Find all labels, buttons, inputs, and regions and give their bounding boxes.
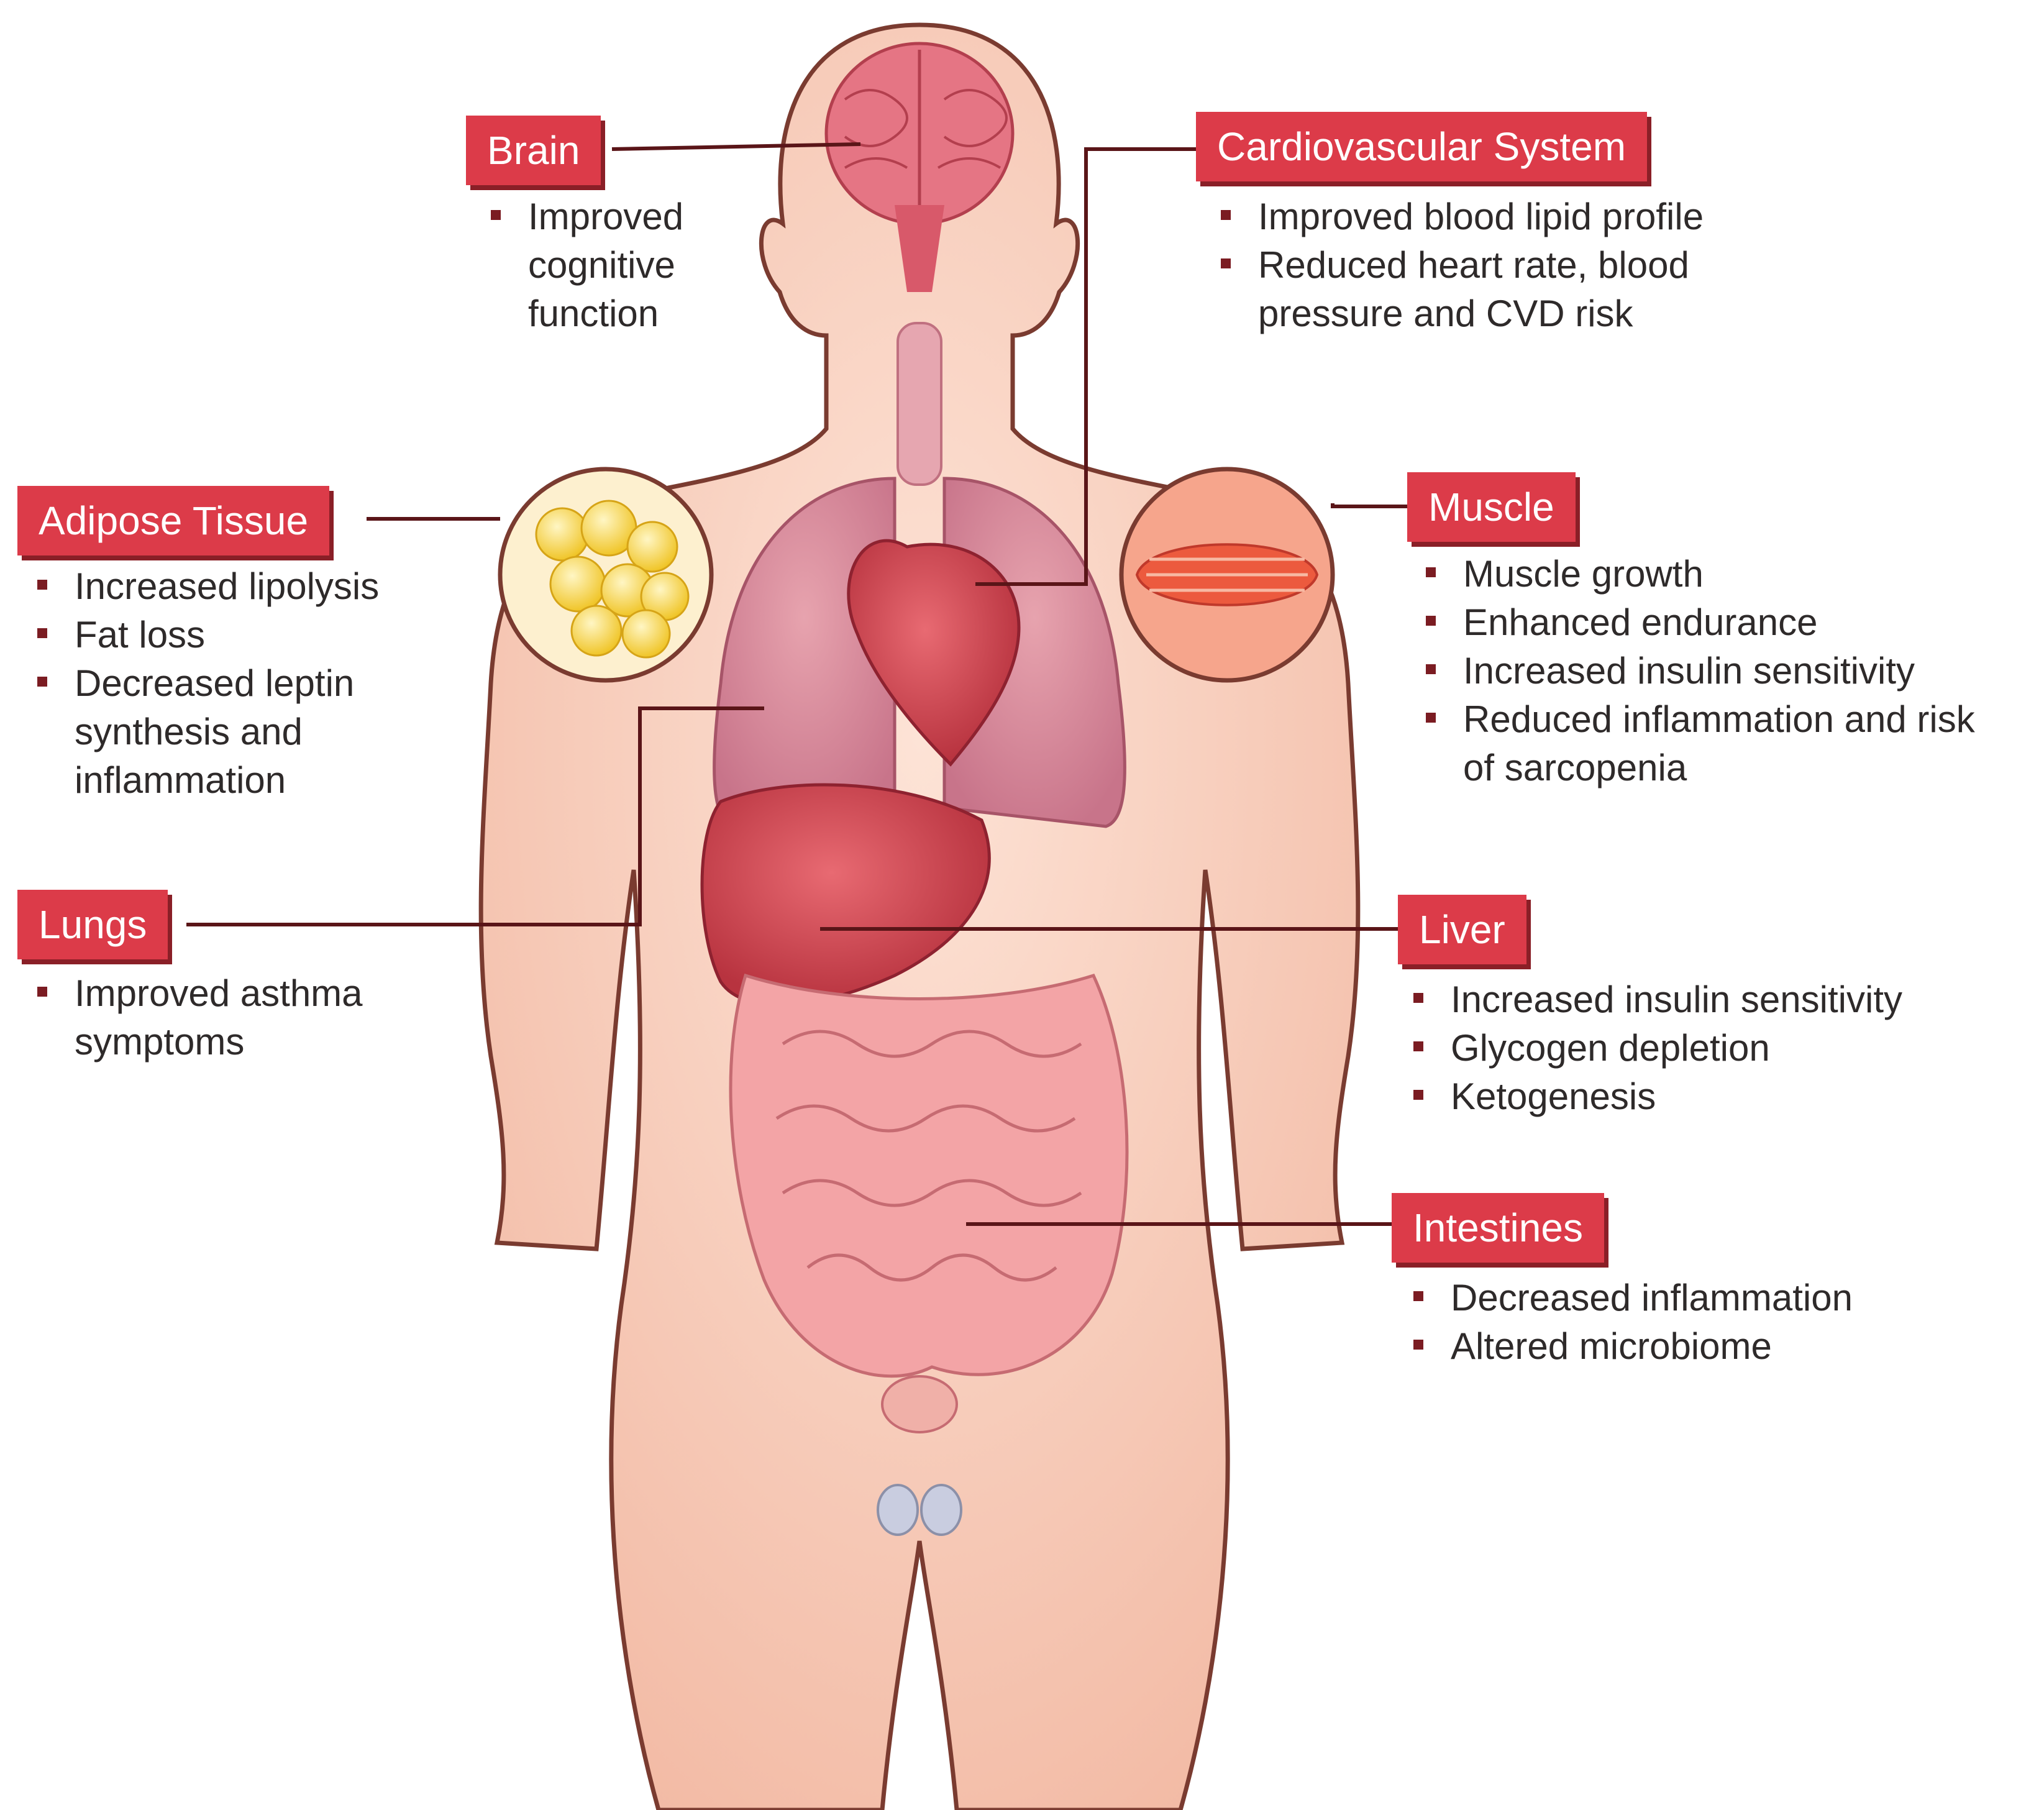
lungs-label: Lungs xyxy=(17,890,168,959)
brain-organ xyxy=(824,42,1015,292)
intestines-benefit-item: Altered microbiome xyxy=(1413,1322,1853,1371)
adipose-tissue-closeup xyxy=(498,467,714,683)
cardiovascular-benefit-item: Improved blood lipid profile xyxy=(1221,193,1704,241)
muscle-benefit-item: Enhanced endurance xyxy=(1426,598,1975,647)
liver-benefit-item: Ketogenesis xyxy=(1413,1072,1902,1121)
heart-organ xyxy=(847,539,1021,767)
liver-benefits: Increased insulin sensitivity Glycogen d… xyxy=(1413,976,1902,1121)
liver-benefit-item: Increased insulin sensitivity xyxy=(1413,976,1902,1024)
intestines-benefit-item: Decreased inflammation xyxy=(1413,1274,1853,1322)
pelvic-organs xyxy=(877,1375,962,1536)
liver-benefit-item: Glycogen depletion xyxy=(1413,1024,1902,1072)
adipose-benefit-item: Increased lipolysis xyxy=(37,562,379,611)
intestines-label: Intestines xyxy=(1392,1193,1604,1263)
muscle-benefit-item: Increased insulin sensitivity xyxy=(1426,647,1975,695)
intestines-organ xyxy=(729,973,1129,1378)
liver-organ xyxy=(700,783,991,1007)
adipose-tissue-benefits: Increased lipolysis Fat loss Decreased l… xyxy=(37,562,379,805)
cardiovascular-benefits: Improved blood lipid profile Reduced hea… xyxy=(1221,193,1704,338)
trachea xyxy=(897,322,942,486)
muscle-label: Muscle xyxy=(1407,472,1576,542)
muscle-tissue-closeup xyxy=(1119,467,1335,683)
adipose-benefit-item: Fat loss xyxy=(37,611,379,659)
liver-label: Liver xyxy=(1398,895,1526,964)
cardiovascular-label: Cardiovascular System xyxy=(1196,112,1647,181)
muscle-benefit-item: Muscle growth xyxy=(1426,550,1975,598)
adipose-tissue-label: Adipose Tissue xyxy=(17,486,330,555)
muscle-benefits: Muscle growth Enhanced endurance Increas… xyxy=(1426,550,1975,792)
brain-label: Brain xyxy=(466,116,601,185)
connector-lines xyxy=(186,142,1407,1226)
intestines-benefits: Decreased inflammation Altered microbiom… xyxy=(1413,1274,1853,1371)
